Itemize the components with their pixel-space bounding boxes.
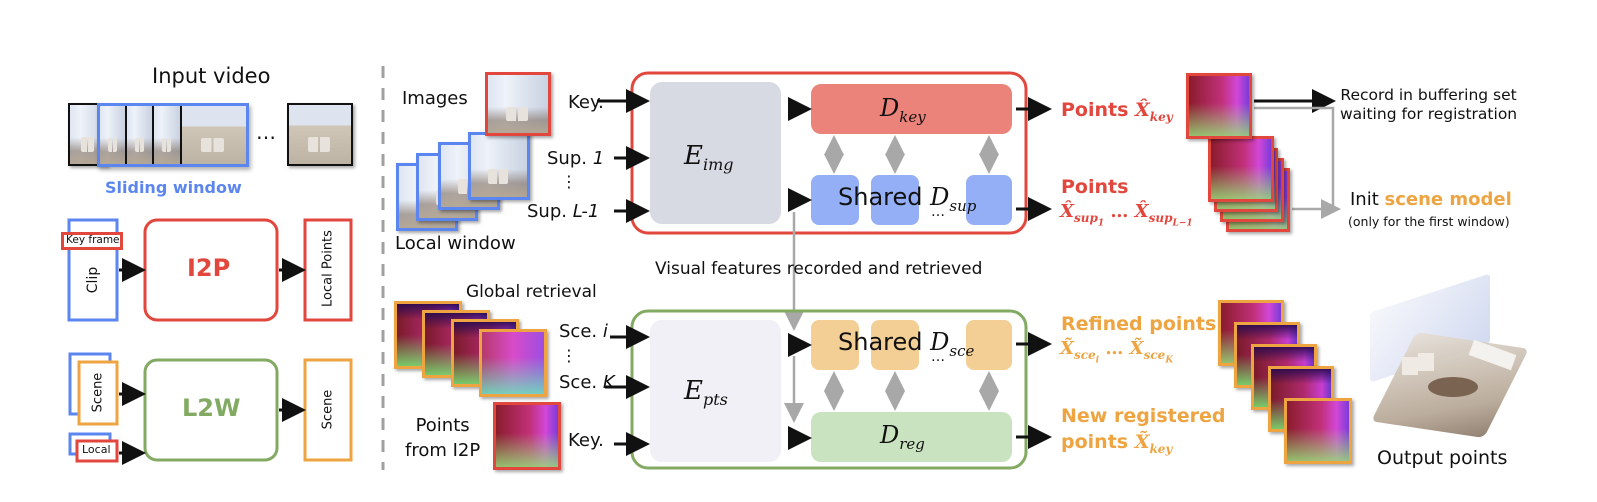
input-key-label: Key. [568, 92, 604, 113]
decoder-sce-label: Shared Dsce [838, 328, 975, 360]
video-frame-last [287, 103, 353, 166]
decoder-sce-dots: … [931, 349, 945, 365]
decoder-sup-label: Shared Dsup [838, 183, 977, 215]
points-sup-output-label: Points [1061, 176, 1129, 198]
decoder-sce-block-3 [966, 320, 1012, 370]
video-frame [100, 106, 127, 164]
scene-input-box [77, 360, 119, 426]
decoder-sup-block-2 [871, 175, 919, 225]
decoder-sup-dots: … [931, 204, 945, 220]
clip-label: Clip [85, 266, 101, 294]
input-key-label: Key. [568, 430, 604, 451]
video-frame [127, 106, 154, 164]
scene-input-label: Scene [90, 372, 106, 413]
points-from-i2p-label: Points from I2P [405, 415, 481, 461]
image-thumb [468, 132, 530, 200]
refined-points-label: Refined points [1061, 313, 1217, 335]
points-key-output: Points X̂key [1061, 99, 1173, 124]
encoder-img-label: Eimg [684, 141, 734, 175]
key-frame-tag [61, 232, 123, 250]
video-frame [154, 106, 182, 164]
points-sup-output-range: X̂sup1 … X̂supL−1 [1060, 201, 1193, 228]
record-buffer-label: Record in buffering set waiting for regi… [1340, 86, 1518, 123]
local-window-label: Local window [395, 233, 516, 254]
decoder-sce-block-1 [811, 320, 859, 370]
sliding-window-label: Sliding window [105, 178, 242, 197]
refined-points-range: X̃scei … X̃sceK [1060, 338, 1174, 365]
decoder-key-box [811, 84, 1012, 134]
input-video-title: Input video [152, 64, 271, 88]
video-frame [182, 106, 246, 164]
decoder-key-label: Dkey [880, 94, 926, 126]
global-retrieval-label: Global retrieval [466, 282, 597, 302]
decoder-sce-block-2 [871, 320, 919, 370]
vdots: ⋮ [561, 346, 577, 365]
encoder-img-box [650, 82, 781, 224]
key-frame-label: Key frame [66, 234, 120, 246]
sliding-window-box [97, 103, 249, 167]
scene-pointmap-thumb [479, 329, 547, 397]
decoder-reg-box [811, 412, 1012, 462]
ellipsis: … [256, 120, 276, 144]
decoder-sup-block-3 [966, 175, 1012, 225]
output-pointmap-thumb [1284, 398, 1352, 464]
encoder-pts-box [650, 320, 781, 462]
local-input-box [75, 439, 119, 463]
images-label: Images [402, 88, 468, 109]
l2w-module-box [143, 358, 279, 462]
new-registered-points: points X̃key [1061, 431, 1173, 456]
key-pointmap-thumb [493, 402, 561, 470]
output-point-cloud [1350, 273, 1529, 445]
input-sup-1-label: Sup. 1 [547, 148, 605, 169]
vdots: ⋮ [561, 172, 577, 191]
middle-caption: Visual features recorded and retrieved [655, 259, 983, 279]
input-sup-last-label: Sup. L-1 [527, 201, 600, 222]
clip-box [67, 218, 119, 322]
local-points-label: Local Points [320, 230, 336, 307]
input-sce-i-label: Sce. i [559, 321, 608, 342]
init-scene-model-label: Init scene model [1350, 189, 1512, 210]
new-registered-label: New registered [1061, 405, 1226, 427]
local-input-label: Local [82, 443, 111, 456]
pointmap-key-thumb [1186, 73, 1252, 139]
pointmap-thumb [1208, 136, 1274, 202]
scene-output-label: Scene [320, 389, 336, 430]
decoder-sup-block-1 [811, 175, 859, 225]
decoder-reg-label: Dreg [880, 421, 925, 453]
input-sce-k-label: Sce. K [559, 372, 615, 393]
l2w-module-label: L2W [182, 394, 241, 422]
i2p-module-label: I2P [187, 254, 231, 282]
encoder-pts-label: Epts [684, 376, 728, 410]
init-note: (only for the first window) [1348, 214, 1510, 229]
key-image-thumb [485, 72, 551, 136]
output-points-label: Output points [1377, 447, 1508, 469]
